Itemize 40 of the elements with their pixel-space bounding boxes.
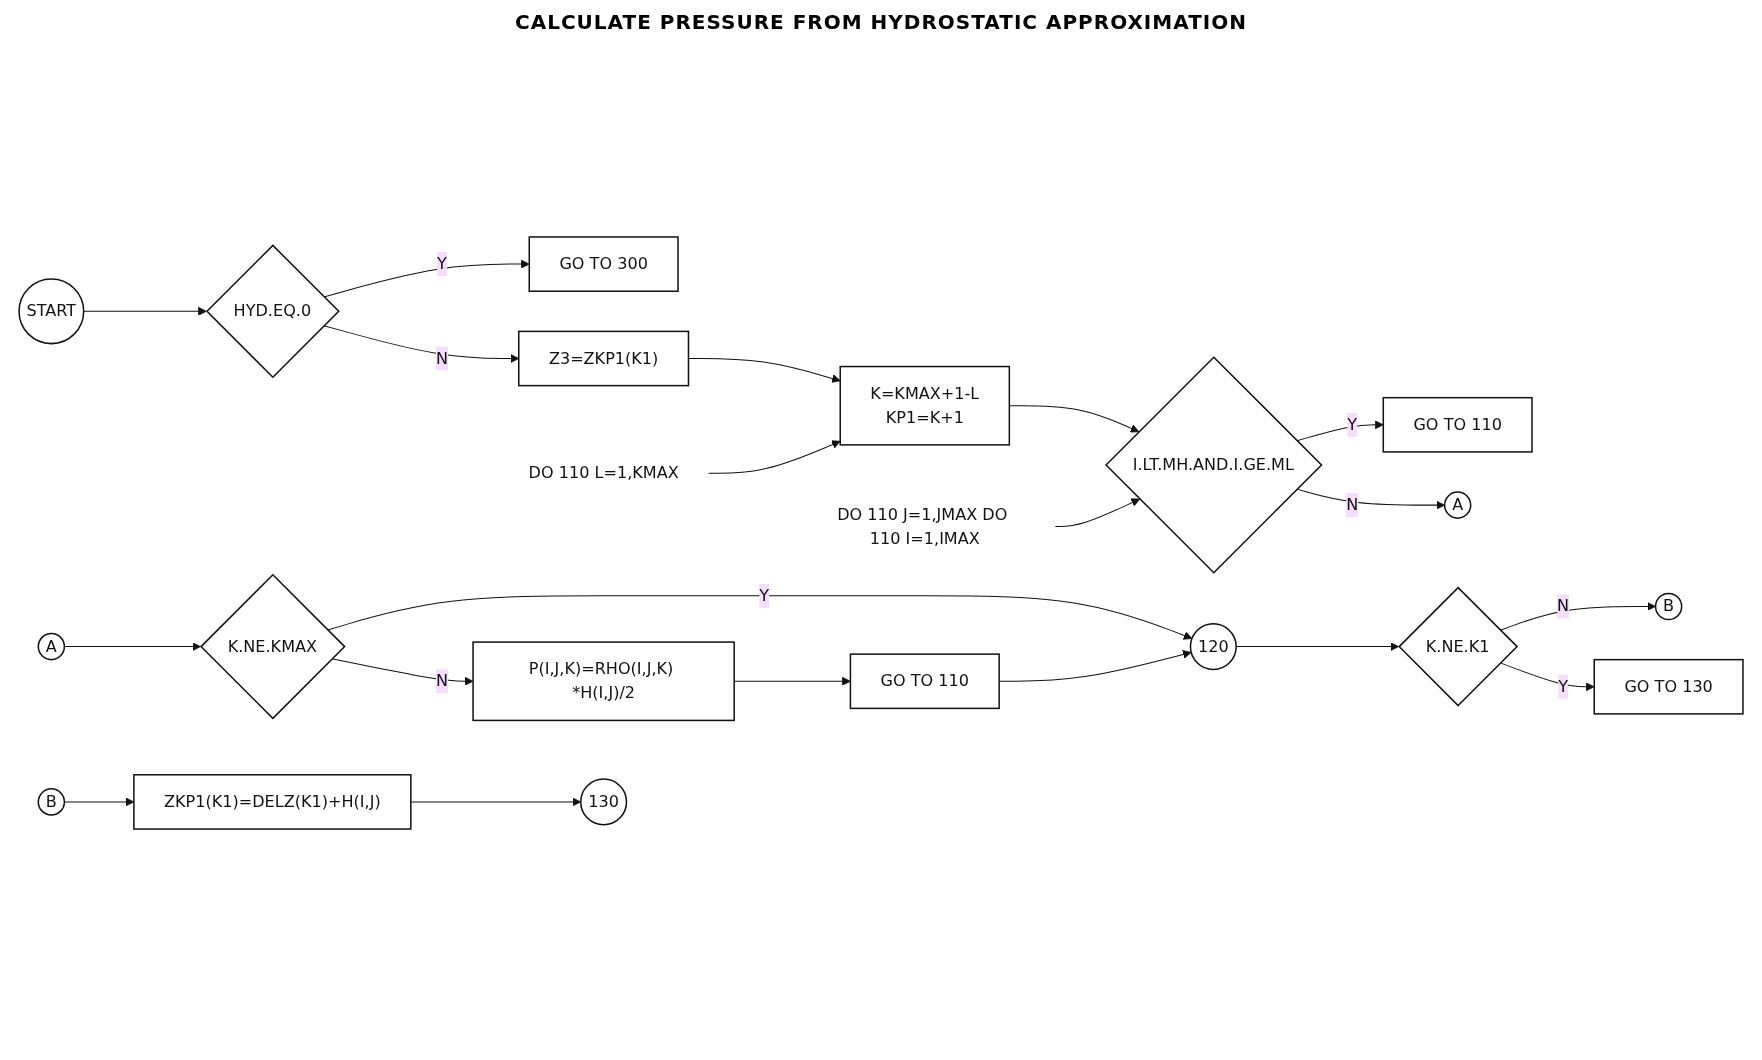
arrow xyxy=(708,440,841,474)
node-circle: B xyxy=(37,788,66,816)
arrow xyxy=(323,259,530,298)
arrow xyxy=(83,306,207,316)
arrow xyxy=(1054,498,1141,528)
arrow xyxy=(1296,488,1445,510)
node-circle: B xyxy=(1654,592,1683,621)
node-box: P(I,J,K)=RHO(I,J,K) *H(I,J)/2 xyxy=(472,641,735,722)
node-circle: START xyxy=(18,278,85,345)
node-box: Z3=ZKP1(K1) xyxy=(518,330,690,387)
node-box: GO TO 300 xyxy=(528,236,679,292)
node-diamond: HYD.EQ.0 xyxy=(205,244,340,379)
node-circle: 130 xyxy=(580,778,628,826)
edge-label: Y xyxy=(1558,676,1569,696)
node-text: DO 110 J=1,JMAX DO 110 I=1,IMAX xyxy=(837,504,1008,548)
arrow xyxy=(327,595,1193,640)
edge-label: Y xyxy=(759,585,770,605)
node-box: GO TO 130 xyxy=(1593,658,1744,715)
node-box: ZKP1(K1)=DELZ(K1)+H(I,J) xyxy=(133,774,412,830)
edge-label: N xyxy=(435,671,448,691)
node-box: GO TO 110 xyxy=(1382,396,1533,453)
edge-label: Y xyxy=(437,254,447,274)
arrow xyxy=(1499,602,1656,631)
node-box: GO TO 110 xyxy=(849,653,1000,710)
node-circle: A xyxy=(1443,491,1472,519)
node-text: DO 110 L=1,KMAX xyxy=(528,463,679,483)
node-diamond: K.NE.K1 xyxy=(1398,586,1519,707)
edge-label: N xyxy=(1346,495,1359,515)
node-diamond: I.LT.MH.AND.I.GE.ML xyxy=(1105,356,1323,574)
arrow xyxy=(688,358,841,383)
arrow xyxy=(1499,662,1595,692)
edge-label: N xyxy=(1557,596,1570,616)
node-box: K=KMAX+1-L KP1=K+1 xyxy=(839,365,1011,446)
edge-label: N xyxy=(435,348,448,368)
edge-label: Y xyxy=(1347,414,1358,434)
node-diamond: K.NE.KMAX xyxy=(200,573,346,720)
arrow xyxy=(1296,420,1384,442)
node-circle: 120 xyxy=(1189,622,1237,671)
diagram-title: CALCULATE PRESSURE FROM HYDROSTATIC APPROXIMATION xyxy=(514,10,1248,34)
node-circle: A xyxy=(37,632,66,661)
